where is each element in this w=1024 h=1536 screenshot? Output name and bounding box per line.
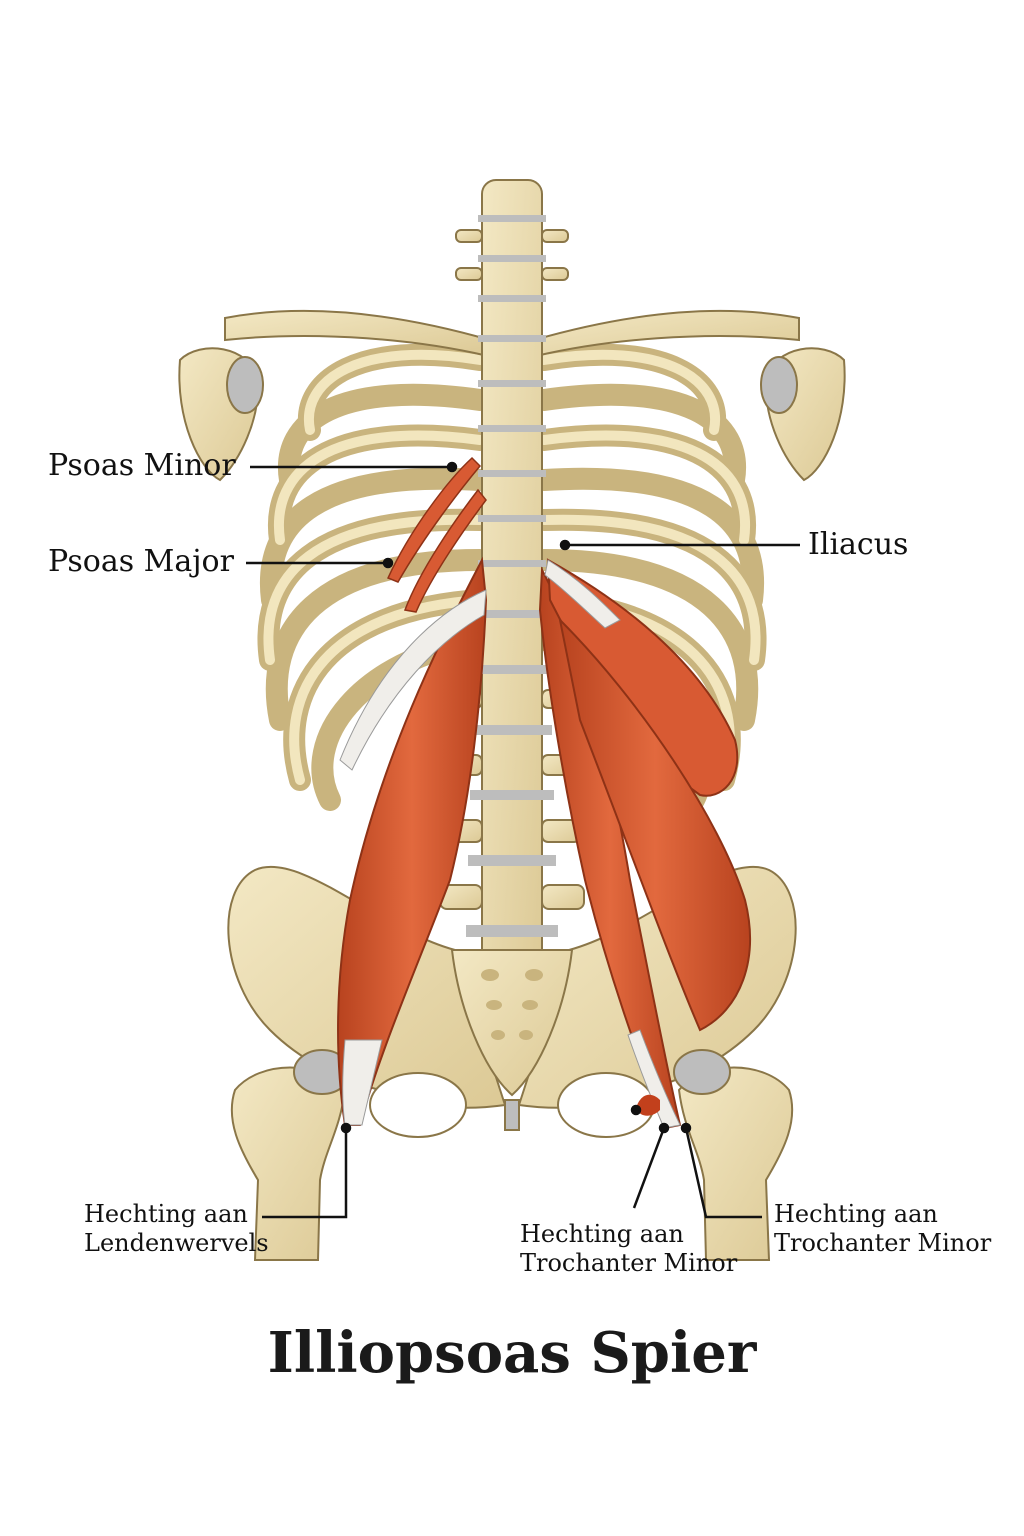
label-lumbar-attach: Hechting aan Lendenwervels: [84, 1200, 269, 1258]
label-psoas-minor: Psoas Minor: [48, 448, 236, 484]
label-trochanter-right-line2: Trochanter Minor: [774, 1229, 991, 1258]
label-lumbar-attach-line2: Lendenwervels: [84, 1229, 269, 1258]
label-trochanter-attach-right: Hechting aan Trochanter Minor: [774, 1200, 991, 1258]
label-lumbar-attach-line1: Hechting aan: [84, 1200, 269, 1229]
label-psoas-major: Psoas Major: [48, 544, 234, 580]
leader-trochanter-center: [634, 1128, 664, 1208]
label-trochanter-center-line2: Trochanter Minor: [520, 1249, 737, 1278]
label-trochanter-attach-center: Hechting aan Trochanter Minor: [520, 1220, 737, 1278]
label-trochanter-center-line1: Hechting aan: [520, 1220, 737, 1249]
label-trochanter-right-line1: Hechting aan: [774, 1200, 991, 1229]
label-iliacus: Iliacus: [808, 527, 908, 563]
diagram-title: Illiopsoas Spier: [0, 1320, 1024, 1386]
